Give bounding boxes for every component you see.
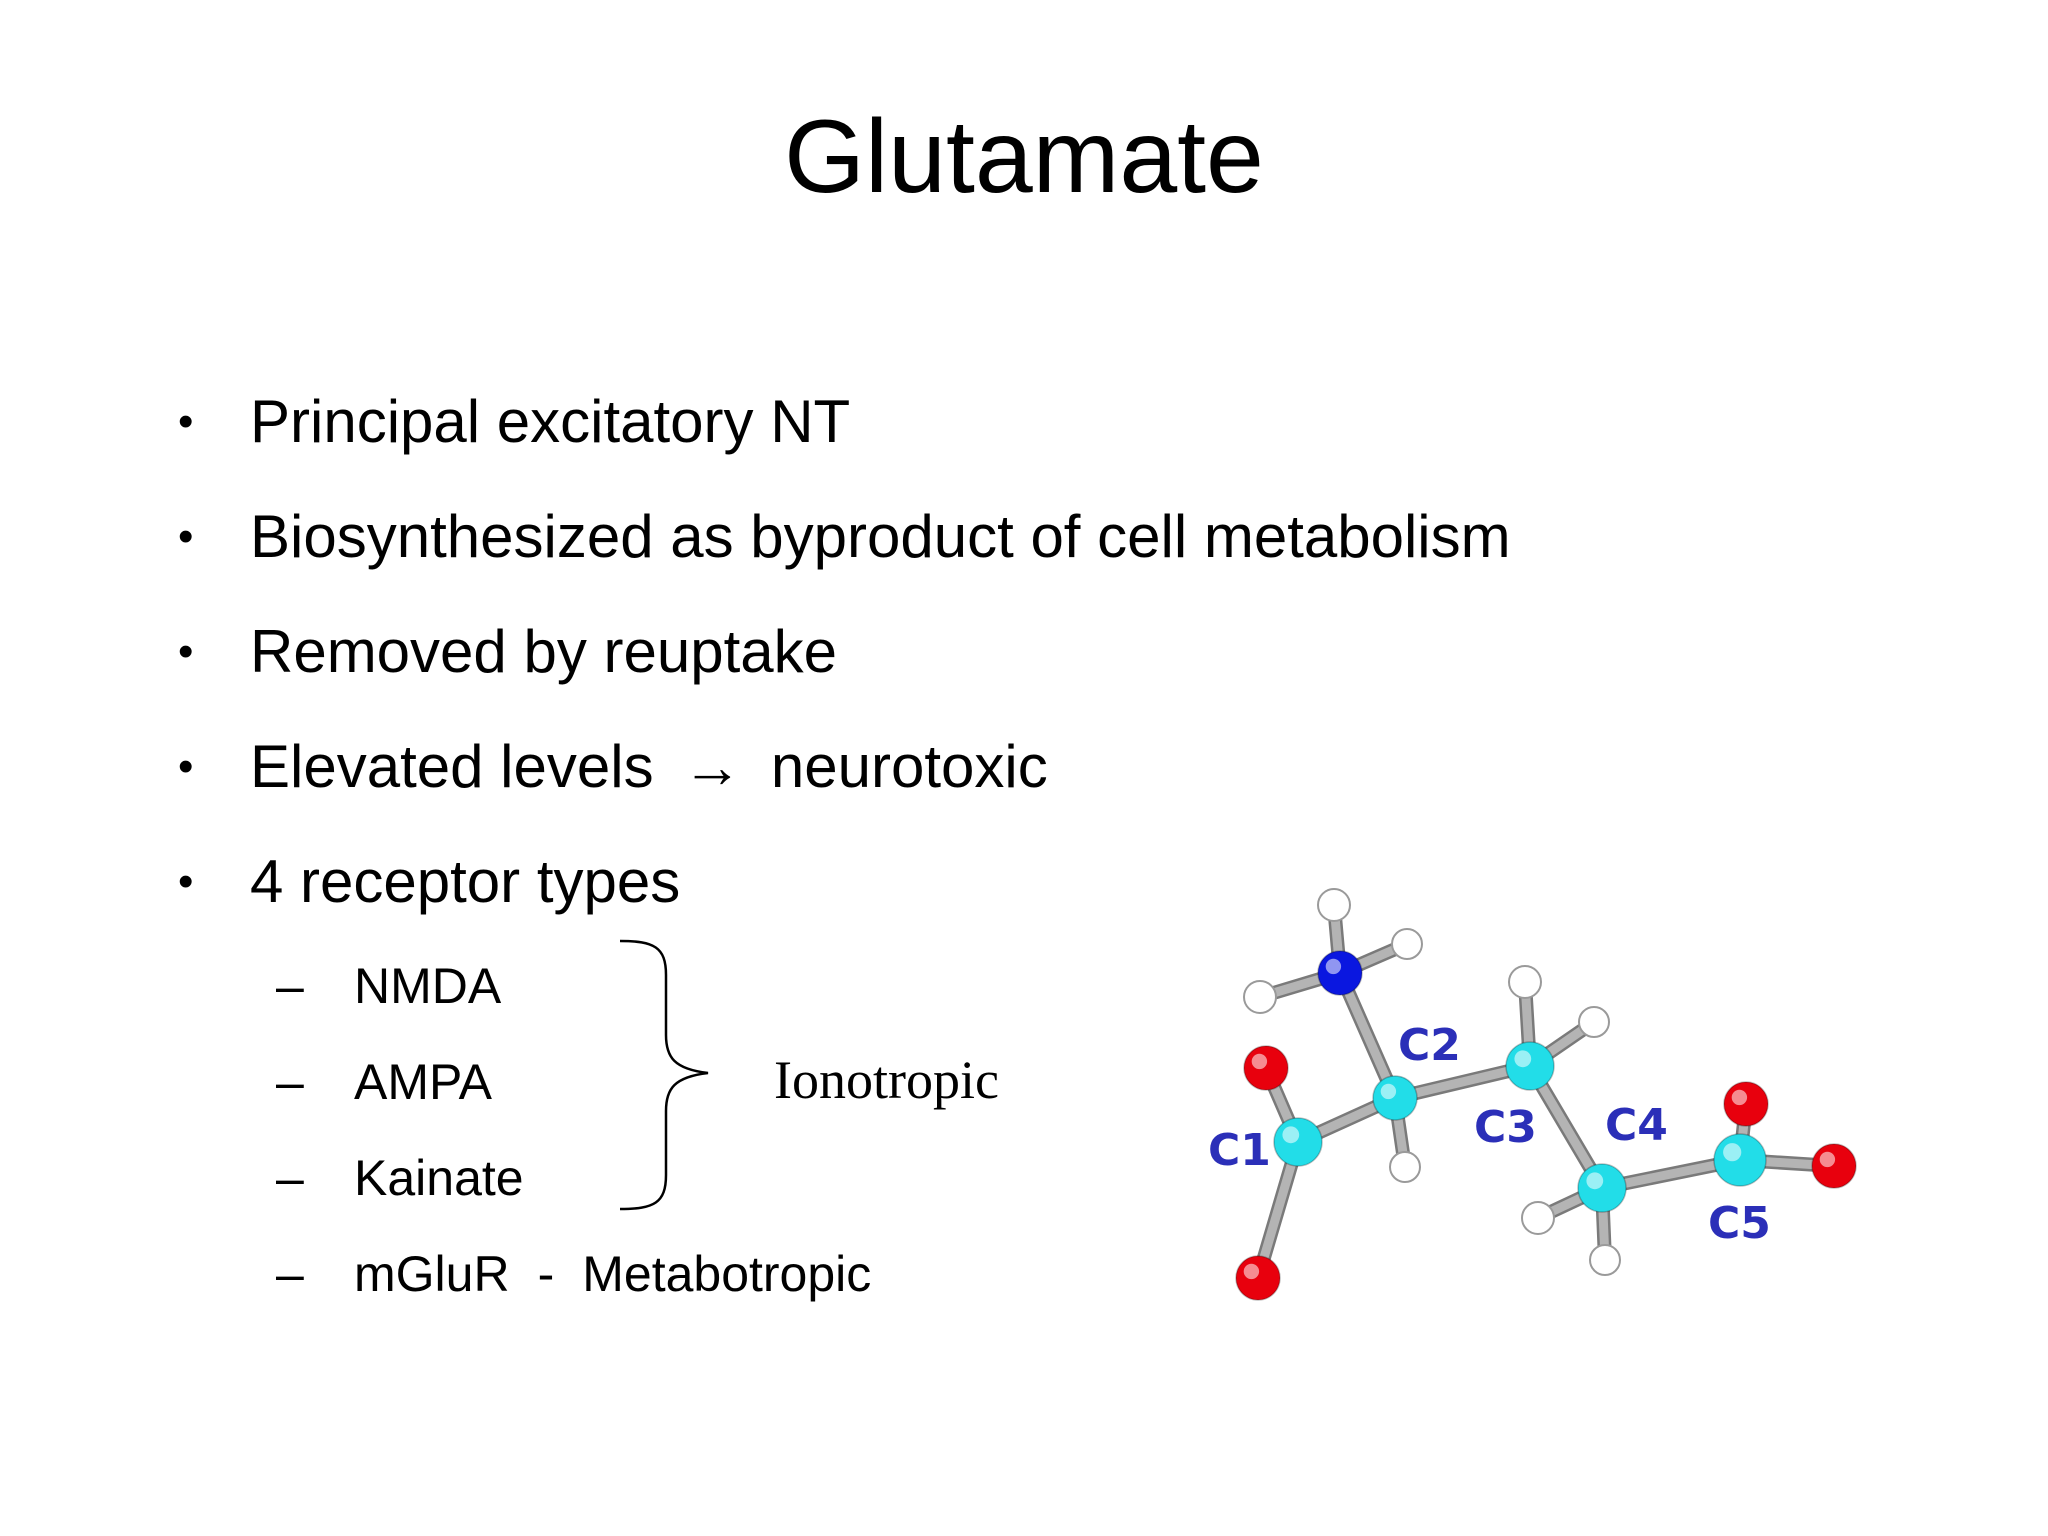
carbon-atom-c1 [1273,1117,1323,1167]
slide-title: Glutamate [784,99,1264,215]
atom-shine-c1 [1282,1126,1300,1144]
bullet-item: • Elevated levels → neurotoxic [178,727,1048,807]
receptor-name: NMDA [354,958,502,1014]
atom-shine-o2 [1243,1263,1260,1280]
bullet-dot-icon: • [178,742,194,791]
bullet-text: Biosynthesized as byproduct of cell meta… [250,503,1511,570]
atom-shine-o1 [1251,1053,1268,1070]
receptor-item-ampa: – AMPA [276,1047,492,1117]
atom-shine-c4 [1586,1172,1604,1190]
dash-icon: – [276,1150,304,1206]
carbon-atom-c5 [1713,1133,1767,1187]
carbon-label-c5: C5 [1708,1198,1771,1249]
hydrogen-atom-h6 [1578,1006,1610,1038]
atom-shine-h2 [1397,934,1408,945]
atom-shine-h8 [1595,1250,1606,1261]
bullet-item: • Removed by reuptake [178,612,837,692]
atom-shine-n [1325,958,1342,975]
atom-shine-h3 [1249,986,1261,998]
bullet-text-after: neurotoxic [770,733,1048,800]
molecule-atoms [1235,888,1857,1301]
bullet-item: • 4 receptor types [178,842,680,922]
hydrogen-atom-h3 [1243,980,1277,1014]
nitrogen-atom-n [1317,950,1363,996]
receptor-item-kainate: – Kainate [276,1143,524,1213]
carbon-label-c2: C2 [1398,1020,1461,1071]
oxygen-atom-o1 [1243,1045,1289,1091]
hydrogen-atom-h1 [1317,888,1351,922]
bullet-text: Principal excitatory NT [250,388,851,455]
hydrogen-atom-h5 [1508,965,1542,999]
right-arrow-icon: → [682,733,743,800]
carbon-label-c3: C3 [1474,1102,1537,1153]
receptor-note: Metabotropic [582,1246,872,1302]
atom-shine-h7 [1527,1207,1539,1219]
receptor-item-nmda: – NMDA [276,951,501,1021]
carbon-label-c1: C1 [1208,1125,1271,1176]
hydrogen-atom-h8 [1589,1244,1621,1276]
receptor-separator: - [537,1246,555,1302]
receptor-item-mglur: – mGluR - Metabotropic [276,1239,871,1309]
atom-shine-h1 [1323,894,1335,906]
atom-shine-o4 [1819,1151,1836,1168]
bullet-text-before: Elevated levels [250,733,654,800]
carbon-atom-c2 [1372,1075,1418,1121]
atom-shine-o3 [1731,1089,1748,1106]
dash-icon: – [276,1054,304,1110]
bullet-dot-icon: • [178,397,194,446]
bullet-dot-icon: • [178,857,194,906]
oxygen-atom-o3 [1723,1081,1769,1127]
dash-icon: – [276,958,304,1014]
atom-shine-h5 [1514,971,1526,983]
atom-shine-h6 [1584,1012,1595,1023]
bond-highlight-c2-n [1335,968,1400,1103]
dash-icon: – [276,1246,304,1302]
hydrogen-atom-h2 [1391,928,1423,960]
glutamate-molecule-diagram: C1 C2 C3 C4 C5 [1208,888,1857,1301]
receptor-name: Kainate [354,1150,524,1206]
carbon-atom-c3 [1505,1041,1555,1091]
atom-shine-c3 [1514,1050,1532,1068]
carbon-atom-c4 [1577,1163,1627,1213]
hydrogen-atom-h4 [1389,1151,1421,1183]
bullet-text: Elevated levels → neurotoxic [250,727,1048,807]
oxygen-atom-o4 [1811,1143,1857,1189]
curly-brace-icon [619,939,709,1211]
bullet-text: Removed by reuptake [250,618,837,685]
bullet-text: 4 receptor types [250,848,681,915]
atom-shine-h4 [1395,1157,1406,1168]
bullet-item: • Principal excitatory NT [178,382,850,462]
bullet-dot-icon: • [178,512,194,561]
receptor-name: AMPA [354,1054,492,1110]
atom-shine-c5 [1723,1143,1742,1162]
hydrogen-atom-h7 [1521,1201,1555,1235]
oxygen-atom-o2 [1235,1255,1281,1301]
bullet-dot-icon: • [178,627,194,676]
receptor-name: mGluR [354,1246,510,1302]
atom-shine-c2 [1380,1083,1397,1100]
ionotropic-label: Ionotropic [774,1050,999,1110]
carbon-label-c4: C4 [1605,1100,1668,1151]
bullet-item: • Biosynthesized as byproduct of cell me… [178,497,1511,577]
